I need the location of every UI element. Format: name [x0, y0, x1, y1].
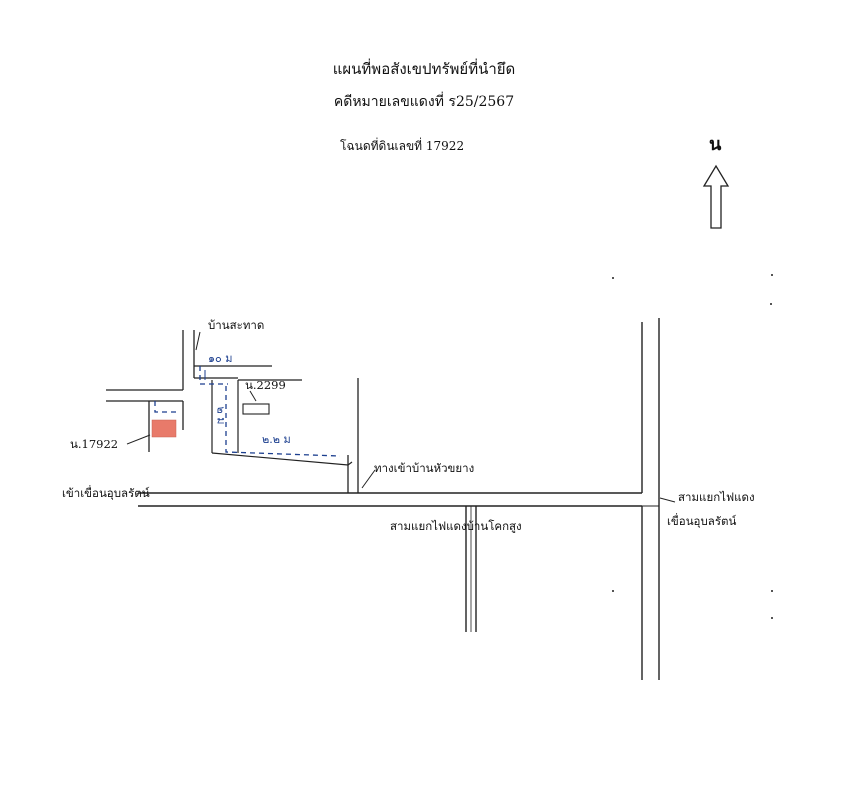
scan-speck [771, 617, 773, 619]
label-junction-line2: เขื่อนอุบลรัตน์ [667, 514, 737, 528]
north-arrow-icon [702, 164, 730, 229]
label-plot-2299: น.2299 [245, 378, 286, 392]
measure-bottom: ๒.๒ ม [262, 433, 291, 446]
scan-speck [771, 590, 773, 592]
label-junction-khok-sung: สามแยกไฟแดงบ้านโคกสูง [390, 519, 522, 533]
map-title: แผนที่พอสังเขปทรัพย์ที่นำยึด [332, 60, 516, 78]
boundary-dashed-line [154, 366, 341, 457]
scan-speck [612, 277, 614, 279]
label-ban-sathat: บ้านสะทาด [208, 318, 265, 332]
plot-17922-leader [126, 434, 151, 445]
north-label: น [709, 134, 722, 155]
junction-leader [659, 497, 676, 503]
measure-top: ๑๐ ม [208, 352, 233, 365]
scan-speck [771, 274, 773, 276]
lane-edge-lower [211, 452, 353, 466]
deed-number: โฉนดที่ดินเลขที่ 17922 [340, 139, 465, 153]
ban-sathat-leader [195, 331, 201, 351]
label-road-ubolrat: เข้าเขื่อนอุบลรัตน์ [62, 486, 150, 500]
huay-yang-leader [361, 469, 376, 489]
label-road-huay-yang: ทางเข้าบ้านหัวขยาง [374, 461, 475, 475]
scan-speck [612, 590, 614, 592]
scan-speck [770, 303, 772, 305]
plot-2299-box[interactable] [242, 403, 270, 415]
plot-17922-highlight[interactable] [151, 419, 177, 438]
case-number: คดีหมายเลขแดงที่ ร25/2567 [333, 94, 515, 110]
plot-2299-leader [249, 390, 257, 402]
measure-side: ๒ ม [214, 406, 228, 425]
label-junction-line1: สามแยกไฟแดง [678, 490, 755, 504]
label-plot-17922: น.17922 [70, 437, 119, 451]
